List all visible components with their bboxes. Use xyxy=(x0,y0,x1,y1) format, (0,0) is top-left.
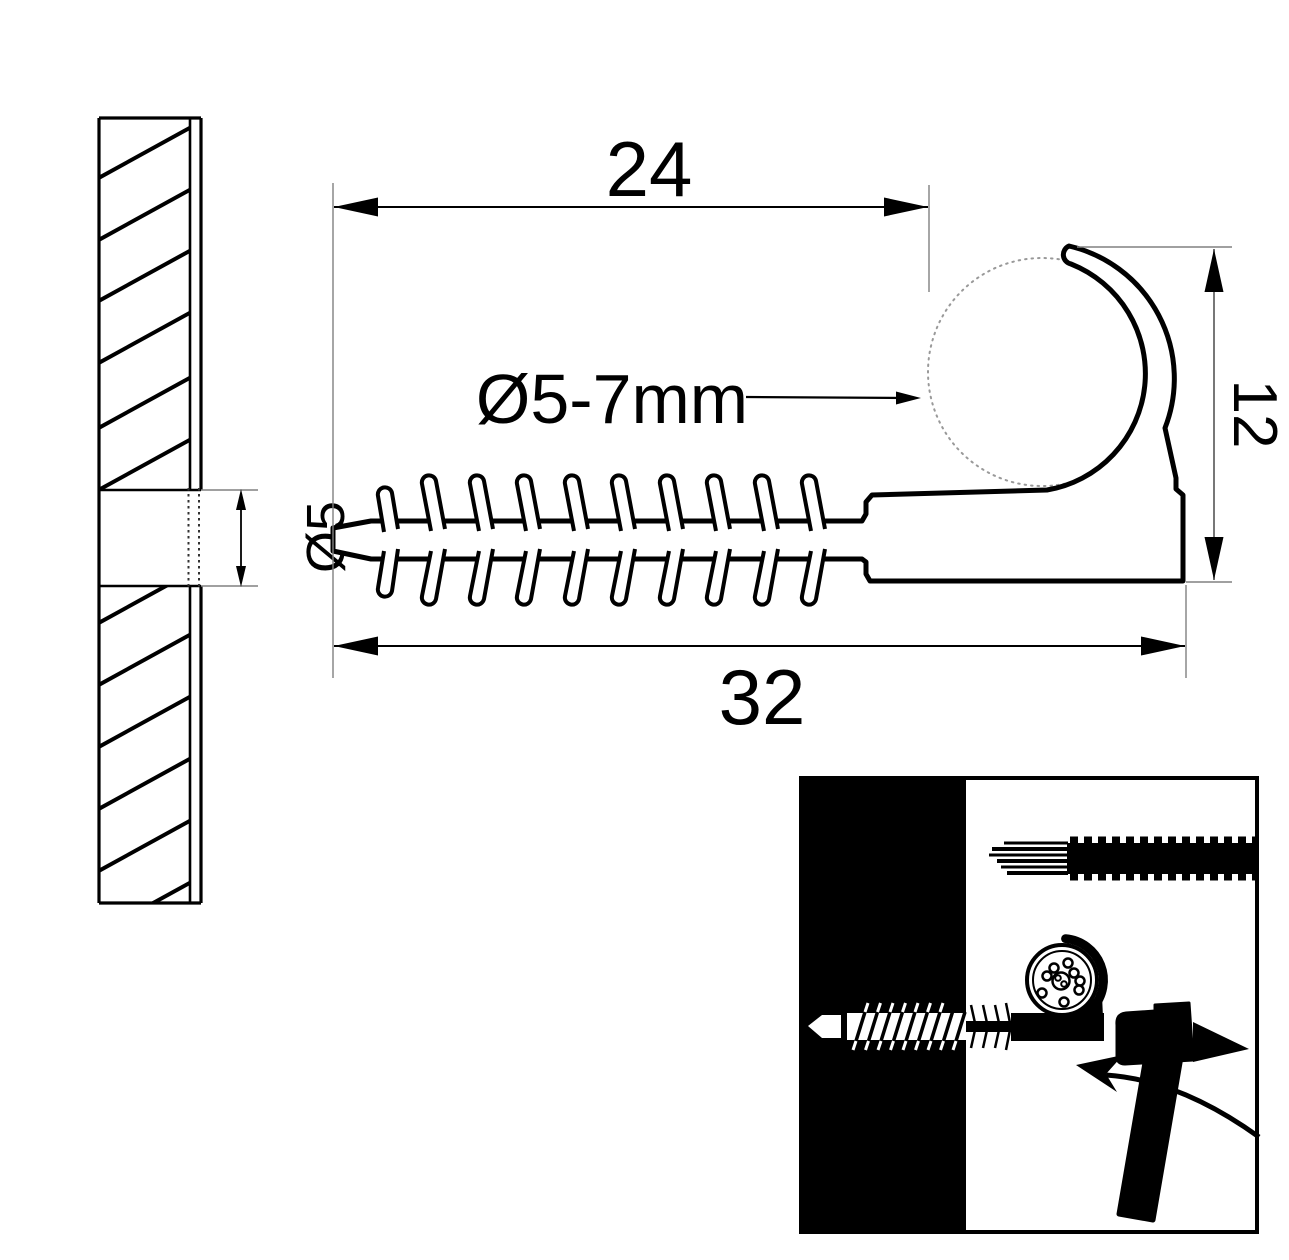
wall-hatching-lower xyxy=(99,586,190,903)
hammer-head xyxy=(1115,1001,1195,1066)
barbs-top xyxy=(375,473,827,533)
arrowhead-up xyxy=(236,489,246,510)
arrowhead-left xyxy=(334,197,378,217)
corrugated-cable xyxy=(989,836,1255,881)
dimension-12: 12 xyxy=(1077,246,1289,583)
wall-hatching-upper xyxy=(99,125,190,490)
wall-outline xyxy=(97,116,203,905)
hammer xyxy=(1115,1001,1249,1223)
dim-24-label: 24 xyxy=(606,125,693,213)
inset-wall-black xyxy=(803,780,966,1230)
dim-12-label: 12 xyxy=(1220,380,1289,449)
clip-body-outline xyxy=(330,243,1186,584)
clip-hook-front xyxy=(1061,934,1108,1013)
arrowhead-left xyxy=(334,636,378,656)
hammer-peen-wedge xyxy=(1193,1022,1249,1062)
arrowhead-right xyxy=(1141,636,1185,656)
dimension-24: 24 xyxy=(332,125,930,678)
arrowhead-up xyxy=(1204,249,1224,292)
arrowhead-down xyxy=(1204,537,1224,580)
anchor-spines xyxy=(969,1002,1012,1051)
swing-arrowhead xyxy=(1076,1055,1123,1092)
anchor-clip-profile xyxy=(330,243,1186,607)
anchor-tip-white xyxy=(808,1015,841,1038)
leader-line xyxy=(745,395,907,400)
arrowhead-right xyxy=(884,197,928,217)
arrowhead-down xyxy=(236,566,246,587)
dimension-32: 32 xyxy=(334,585,1187,741)
cable-wires xyxy=(989,841,1068,875)
inset-border xyxy=(799,776,1259,1234)
barbs-bottom xyxy=(375,548,827,607)
wall-cross-section xyxy=(97,116,203,905)
hammer-swing-arrow xyxy=(1076,1055,1261,1140)
leader-arrowhead xyxy=(896,391,921,405)
cable-range-label: Ø5-7mm xyxy=(476,360,921,438)
cable-range-text: Ø5-7mm xyxy=(476,360,748,438)
wire-cross-sections xyxy=(1036,957,1086,1008)
wall-hole xyxy=(99,488,201,588)
anchor-barb-stripes xyxy=(851,1002,967,1051)
anchor-side-view xyxy=(808,1002,1104,1051)
hole-diameter-dimension: Ø5 xyxy=(201,489,356,587)
installation-inset xyxy=(799,776,1261,1234)
dim-32-label: 32 xyxy=(719,653,806,741)
